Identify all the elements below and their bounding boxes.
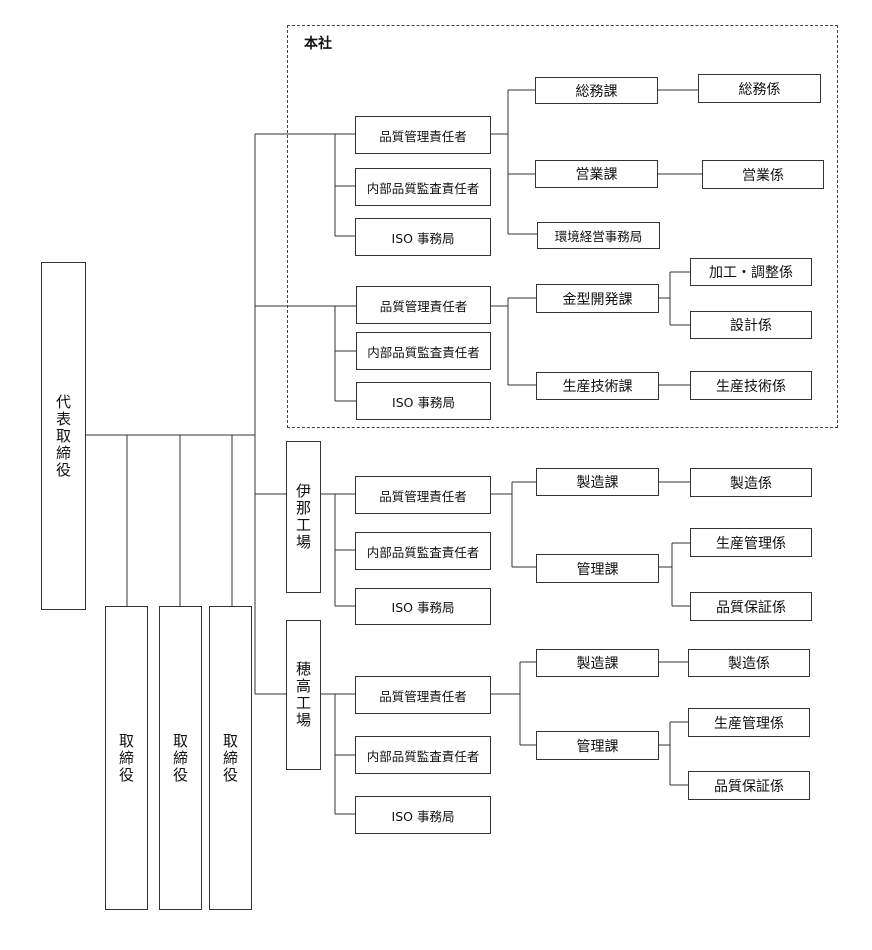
env-office-box: 環境経営事務局 bbox=[537, 222, 660, 249]
honsha2-iso-box: ISO 事務局 bbox=[356, 382, 491, 420]
prod-tech-section-box: 生産技術課 bbox=[536, 372, 659, 400]
machining-unit-box: 加工・調整係 bbox=[690, 258, 812, 286]
mold-dev-section-box: 金型開発課 bbox=[536, 284, 659, 313]
ina-mfg-section-box: 製造課 bbox=[536, 468, 659, 496]
honsha-label: 本社 bbox=[304, 36, 332, 52]
ina-qm-box: 品質管理責任者 bbox=[355, 476, 491, 514]
eigyo-section-box: 営業課 bbox=[535, 160, 658, 188]
hotaka-qa-unit-box: 品質保証係 bbox=[688, 771, 810, 800]
hotaka-audit-box: 内部品質監査責任者 bbox=[355, 736, 491, 774]
hotaka-iso-box: ISO 事務局 bbox=[355, 796, 491, 834]
somu-unit-box: 総務係 bbox=[698, 74, 821, 103]
honsha1-iso-box: ISO 事務局 bbox=[355, 218, 491, 256]
hotaka-mfg-section-box: 製造課 bbox=[536, 649, 659, 677]
ina-iso-box: ISO 事務局 bbox=[355, 588, 491, 625]
hotaka-factory-box: 穂高工場 bbox=[286, 620, 321, 770]
ina-prod-ctrl-unit-box: 生産管理係 bbox=[690, 528, 812, 557]
ina-factory-box: 伊那工場 bbox=[286, 441, 321, 593]
director-box-3: 取締役 bbox=[209, 606, 252, 910]
ceo-box: 代表取締役 bbox=[41, 262, 86, 610]
eigyo-unit-box: 営業係 bbox=[702, 160, 824, 189]
hotaka-prod-ctrl-unit-box: 生産管理係 bbox=[688, 708, 810, 737]
hotaka-mfg-unit-box: 製造係 bbox=[688, 649, 810, 677]
ina-mfg-unit-box: 製造係 bbox=[690, 468, 812, 497]
director-box-1: 取締役 bbox=[105, 606, 148, 910]
prod-tech-unit-box: 生産技術係 bbox=[690, 371, 812, 400]
honsha2-audit-box: 内部品質監査責任者 bbox=[356, 332, 491, 370]
ina-qa-unit-box: 品質保証係 bbox=[690, 592, 812, 621]
hotaka-mgmt-section-box: 管理課 bbox=[536, 731, 659, 760]
honsha2-qm-box: 品質管理責任者 bbox=[356, 286, 491, 324]
honsha1-audit-box: 内部品質監査責任者 bbox=[355, 168, 491, 206]
design-unit-box: 設計係 bbox=[690, 311, 812, 339]
ina-mgmt-section-box: 管理課 bbox=[536, 554, 659, 583]
honsha-area bbox=[287, 25, 838, 428]
hotaka-qm-box: 品質管理責任者 bbox=[355, 676, 491, 714]
honsha1-qm-box: 品質管理責任者 bbox=[355, 116, 491, 154]
ina-audit-box: 内部品質監査責任者 bbox=[355, 532, 491, 570]
director-box-2: 取締役 bbox=[159, 606, 202, 910]
somu-section-box: 総務課 bbox=[535, 77, 658, 104]
